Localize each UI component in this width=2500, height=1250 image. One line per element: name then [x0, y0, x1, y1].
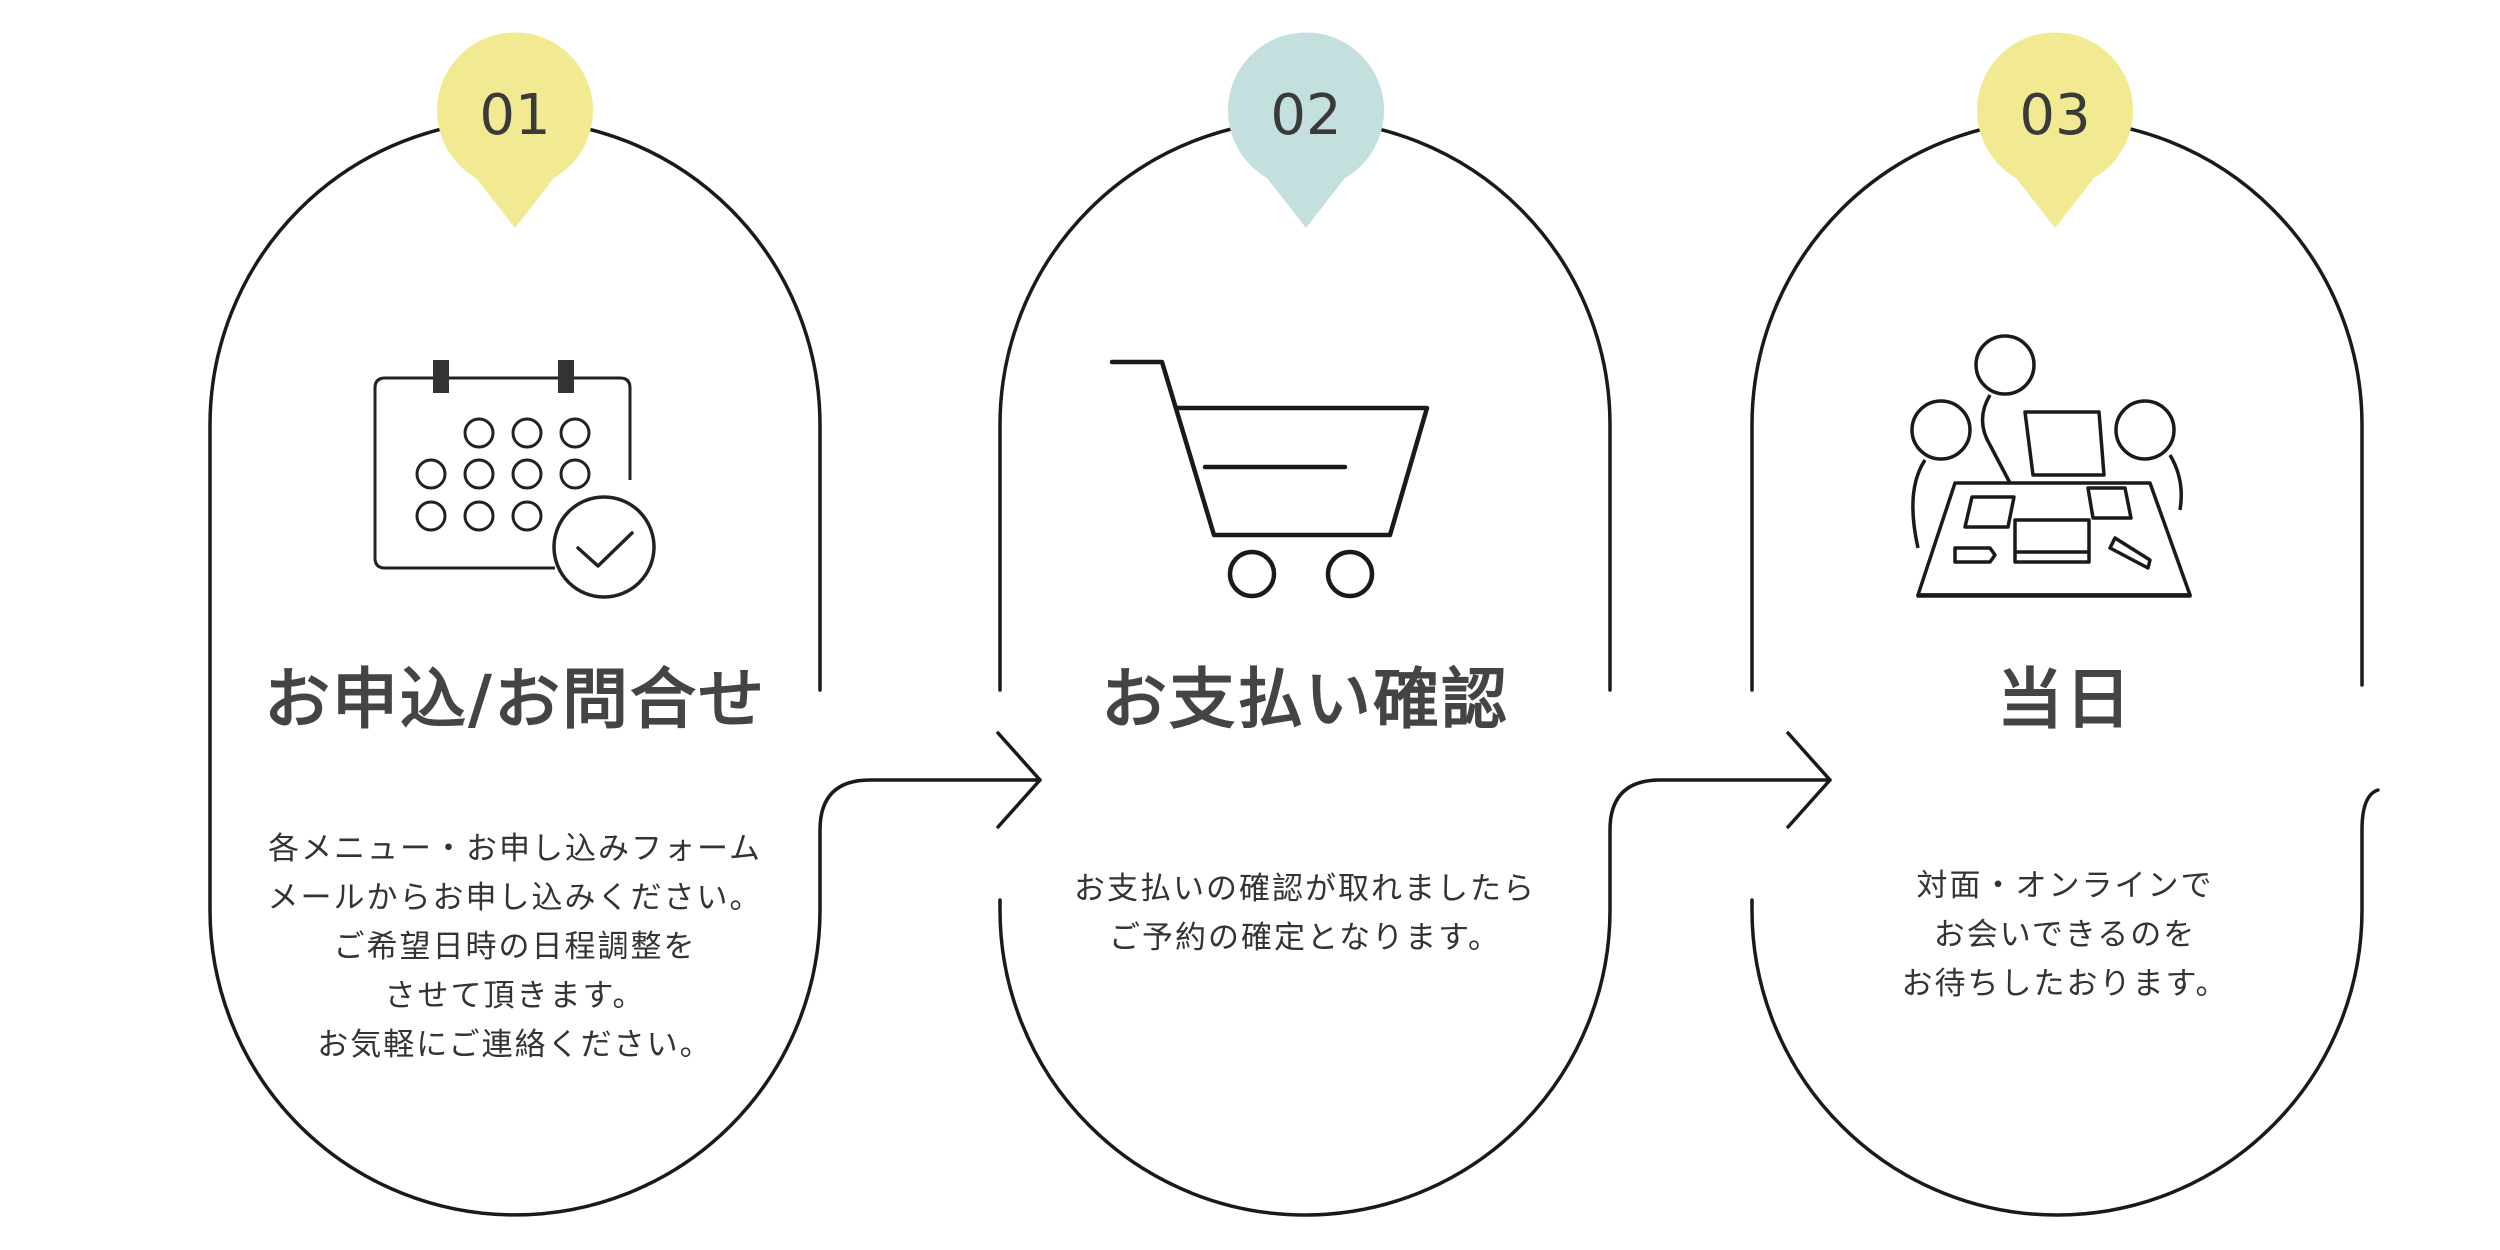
step-2-badge — [1227, 32, 1385, 229]
step-2-number: 02 — [1270, 83, 1342, 148]
step-1-description-line: 各メニュー・お申し込みフォーム — [267, 831, 763, 867]
step-1-description-line: ご希望日時の日程調整を — [333, 929, 697, 965]
step-1-description: 各メニュー・お申し込みフォーム メールからお申し込みください。 ご希望日時の日程… — [235, 825, 795, 1070]
step-3-description-line: 対面・オンラインで — [1916, 868, 2214, 904]
meeting-icon — [1910, 334, 2192, 598]
arrow-1-head — [996, 731, 1042, 829]
step-1-description-line: メールからお申し込みください。 — [267, 880, 763, 916]
step-3-number: 03 — [2019, 83, 2091, 148]
step-3-description-line: お待ちしたおります。 — [1901, 966, 2229, 1002]
step-1-description-line: させて頂きます。 — [384, 978, 646, 1014]
calendar-check-icon — [373, 360, 656, 599]
step-1-number: 01 — [479, 83, 551, 148]
step-3-title: 当日 — [1997, 661, 2133, 738]
step-2-title: お支払い確認 — [1101, 661, 1509, 738]
step-1-title: お申込/お問合せ — [263, 661, 767, 738]
shopping-cart-icon — [1109, 359, 1430, 599]
step-1-description-line: お気軽にご連絡ください。 — [317, 1027, 713, 1063]
step-3-badge — [1977, 32, 2134, 229]
step-3-description-line: お会いできるのを — [1933, 917, 2197, 953]
step-1-badge — [437, 32, 594, 229]
step-2-description-line: お支払いの確認が取れましたら — [1074, 871, 1536, 907]
step-2-description-line: ご予約の確定となります。 — [1109, 920, 1501, 956]
step-3-description: 対面・オンラインで お会いできるのを お待ちしたおります。 — [1785, 862, 2345, 1009]
arrow-2-head — [1786, 731, 1832, 829]
step-2-description: お支払いの確認が取れましたら ご予約の確定となります。 — [1025, 865, 1585, 963]
